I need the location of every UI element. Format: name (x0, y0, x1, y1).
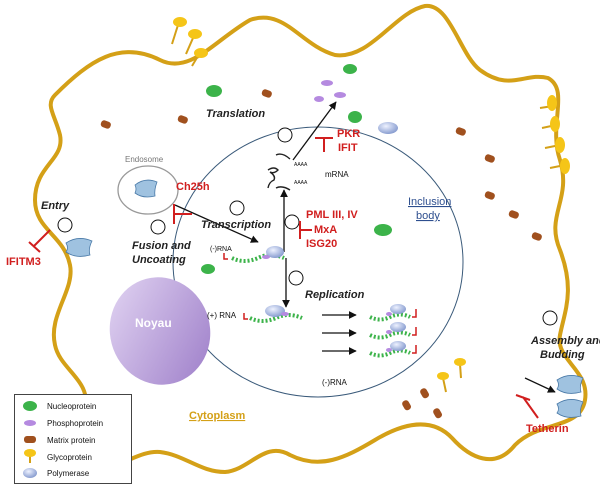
budding-virion-2 (556, 399, 584, 418)
legend: Nucleoprotein Phosphoprotein Matrix prot… (14, 394, 132, 484)
matrix-proteins (100, 89, 542, 419)
plus-rna-label: (+) RNA (207, 311, 237, 320)
legend-nucleoprotein: Nucleoprotein (47, 402, 96, 411)
nucleus-label: Noyau (135, 316, 172, 330)
budding-label: Budding (540, 349, 585, 361)
ch25h-label: Ch25h (176, 181, 210, 193)
phosphoprotein-icon (24, 420, 36, 426)
replication-label: Replication (305, 289, 365, 301)
translation-label: Translation (206, 108, 265, 120)
glycoprotein-cluster-top (171, 17, 208, 67)
inclusion-body-membrane (172, 126, 464, 398)
rnp-complex-transcription (223, 246, 285, 263)
inhibitor-lines (28, 137, 539, 419)
rnp-complex-progeny-3 (369, 341, 417, 358)
translation-arrow (292, 101, 337, 161)
step-circles (57, 127, 558, 326)
phosphoproteins (314, 80, 346, 102)
aaaa-1: AAAA (294, 162, 308, 168)
mxa-label: MxA (314, 224, 337, 236)
legend-phosphoprotein: Phosphoprotein (47, 419, 103, 428)
nucleoproteins (201, 64, 392, 274)
mrna-strands (267, 153, 291, 191)
ifit-label: IFIT (338, 142, 358, 154)
fusion-label: Fusion and (132, 240, 191, 252)
glycoprotein-cluster-right (539, 95, 570, 174)
aaaa-2: AAAA (294, 180, 308, 186)
legend-glycoprotein: Glycoprotein (47, 453, 92, 462)
minus-rna-top-label: (-)RNA (210, 246, 232, 253)
endosome-label: Endosome (125, 155, 164, 164)
transcription-label: Transcription (201, 219, 271, 231)
rnp-complex-progeny-2 (369, 322, 417, 340)
legend-polymerase: Polymerase (47, 469, 90, 478)
matrix-protein-icon (24, 436, 36, 443)
glycoprotein-cluster-bottom (437, 358, 466, 393)
tetherin-label: Tetherin (526, 423, 569, 435)
nucleoprotein-icon (23, 401, 37, 411)
inclusion-body-label: Inclusion (408, 196, 451, 208)
assembly-label: Assembly and (530, 335, 600, 347)
rnp-complex-progeny-1 (369, 304, 417, 322)
legend-svg: Nucleoprotein Phosphoprotein Matrix prot… (23, 401, 103, 478)
entry-label: Entry (41, 200, 70, 212)
legend-matrix-protein: Matrix protein (47, 436, 95, 445)
minus-rna-bottom-label: (-)RNA (322, 378, 348, 387)
glycoprotein-icon (24, 449, 36, 463)
rnp-complex-replication (243, 305, 303, 323)
entry-virion-icon (65, 238, 93, 257)
polymerase-icon (23, 468, 37, 478)
endosome-virion-icon (134, 179, 158, 198)
budding-virion-1 (556, 375, 584, 394)
budding-arrow (524, 377, 556, 393)
inclusion-body-label-2: body (416, 210, 440, 222)
ifitm3-label: IFITM3 (6, 256, 41, 268)
pkr-label: PKR (337, 128, 360, 140)
cytoplasm-label: Cytoplasm (189, 410, 245, 422)
isg20-label: ISG20 (306, 238, 337, 250)
mrna-label: mRNA (325, 170, 349, 179)
entry-arrow (174, 204, 259, 243)
pml-label: PML III, IV (306, 209, 358, 221)
cell-membrane (32, 3, 588, 475)
polymerase-free (378, 122, 398, 134)
uncoating-label: Uncoating (132, 254, 186, 266)
nucleus (109, 277, 211, 385)
